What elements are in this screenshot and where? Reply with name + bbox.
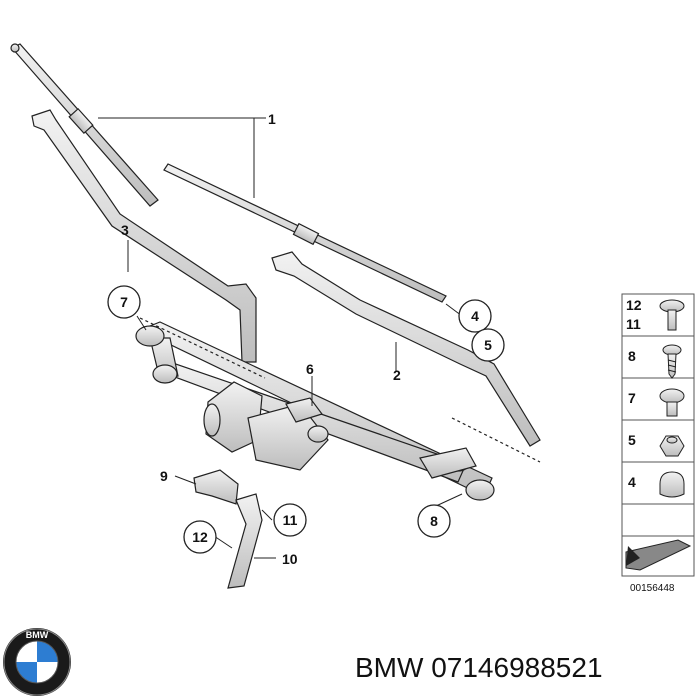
legend-label-12: 12 <box>626 297 642 313</box>
callout-8-circle: 8 <box>417 504 451 538</box>
callout-12-circle: 12 <box>183 520 217 554</box>
svg-text:4: 4 <box>471 308 479 324</box>
callout-11-circle: 11 <box>273 503 307 537</box>
callout-2: 2 <box>393 367 401 383</box>
legend-label-11: 11 <box>626 316 641 332</box>
brand-name: BMW <box>355 652 424 683</box>
mounting-brackets <box>193 469 263 589</box>
callout-7-circle: 7 <box>107 285 141 319</box>
legend-label-4: 4 <box>628 474 636 490</box>
svg-text:12: 12 <box>192 529 208 545</box>
svg-text:5: 5 <box>484 337 492 353</box>
callout-6: 6 <box>306 361 314 377</box>
svg-text:BMW: BMW <box>26 630 49 640</box>
hex-nut-icon <box>659 435 685 457</box>
flange-screw-icon <box>659 299 685 331</box>
callout-9: 9 <box>160 468 168 484</box>
svg-text:7: 7 <box>120 294 128 310</box>
right-wiper-arm <box>271 251 541 447</box>
part-number: 07146988521 <box>431 652 603 683</box>
legend-label-5: 5 <box>628 432 636 448</box>
bmw-logo: BMW <box>3 628 71 696</box>
parts-legend: 12 11 8 7 5 4 <box>621 293 695 577</box>
legend-label-8: 8 <box>628 348 636 364</box>
diagram-arrow-icon <box>625 539 692 571</box>
callout-10: 10 <box>282 551 298 567</box>
diagram-number: 00156448 <box>630 583 675 594</box>
wiper-motor <box>203 381 329 471</box>
left-wiper-blade <box>10 43 159 207</box>
callout-1: 1 <box>268 111 276 127</box>
callout-3: 3 <box>121 222 129 238</box>
brand-part-number: BMW 07146988521 <box>355 650 695 686</box>
cover-cap-icon <box>659 471 685 498</box>
callout-4-circle: 4 <box>458 299 492 333</box>
svg-text:11: 11 <box>283 512 298 528</box>
callout-5-circle: 5 <box>471 328 505 362</box>
collar-bolt-icon <box>659 388 685 417</box>
left-wiper-arm <box>31 109 257 363</box>
pan-screw-icon <box>662 344 682 379</box>
svg-text:8: 8 <box>430 513 438 529</box>
right-wiper-blade <box>163 163 447 303</box>
legend-label-7: 7 <box>628 390 636 406</box>
